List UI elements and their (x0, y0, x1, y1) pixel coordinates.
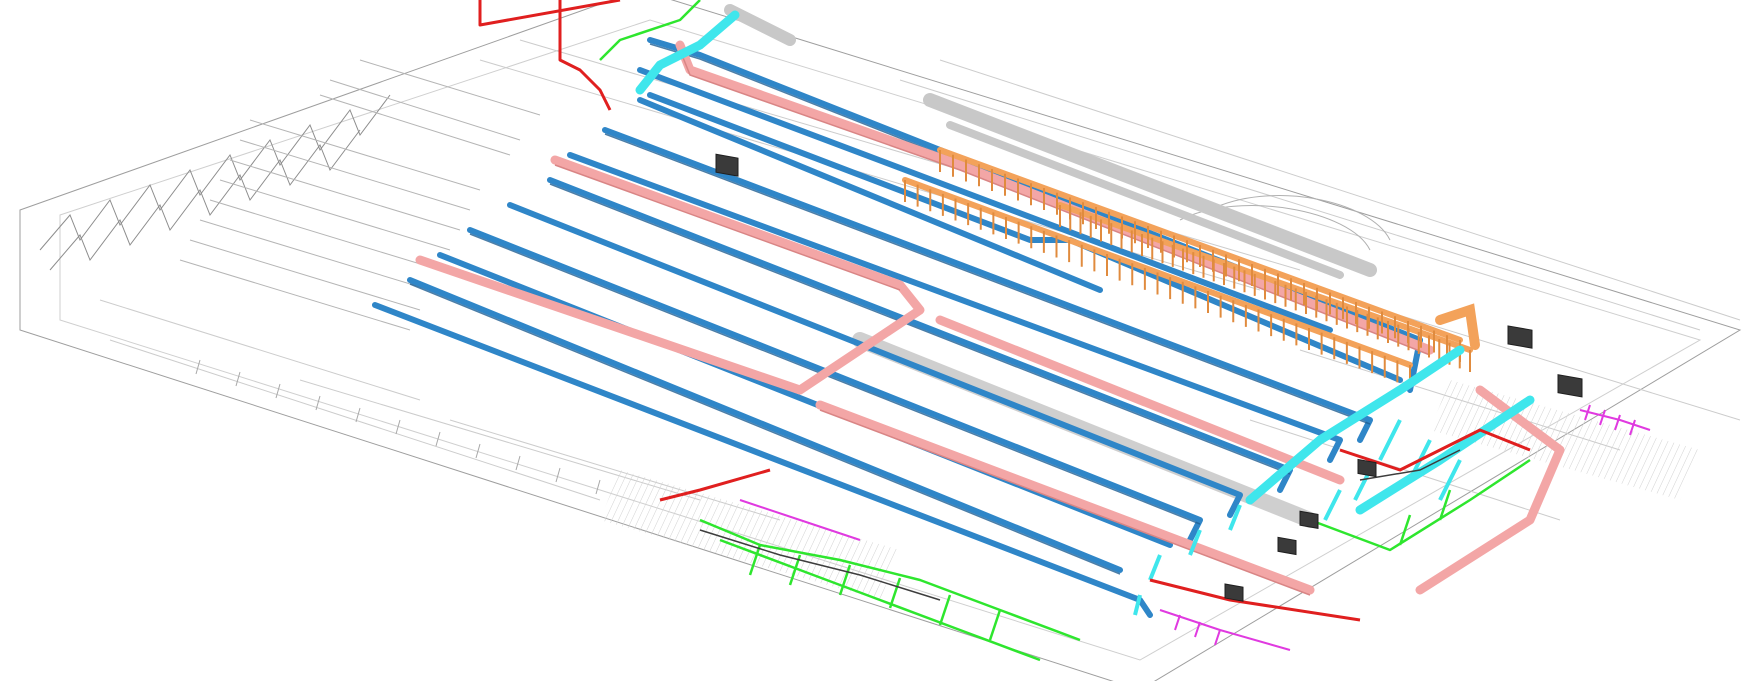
fire-water-pipes (478, 0, 1531, 622)
hatched-zone (600, 470, 900, 600)
exhaust-riser (1435, 303, 1480, 350)
fire-main-top (558, 0, 612, 111)
drain-pipes (739, 404, 1651, 651)
water-main-bottom-2 (719, 538, 1041, 662)
fan-unit-3 (1277, 536, 1297, 556)
fire-main-bottom (659, 468, 771, 502)
supply-duct-top (647, 37, 1423, 393)
fresh-duct-top (635, 10, 740, 95)
return-duct-right (1415, 385, 1565, 595)
return-duct-shading (554, 49, 1431, 596)
ahu-unit-right-1 (1507, 325, 1533, 349)
supply-duct-2 (637, 67, 1333, 333)
exhaust-branch-comb (904, 150, 1471, 387)
ahu-unit-top (715, 153, 739, 177)
supply-duct-5 (567, 152, 1343, 463)
fan-unit-1 (1357, 458, 1377, 478)
water-main-right (1309, 458, 1531, 552)
water-branches (748, 489, 1452, 641)
drain-main-right (1579, 409, 1651, 431)
supply-air-ducts (372, 37, 1423, 618)
supply-duct-8 (467, 227, 1203, 543)
misc-dark-pipes (699, 449, 1461, 601)
ahu-unit-right-2 (1557, 374, 1583, 398)
supply-duct-7 (507, 202, 1243, 518)
equipment-units (715, 153, 1583, 602)
supply-duct-3 (637, 97, 1103, 293)
water-main-bottom (699, 518, 1081, 642)
supply-duct-10 (407, 277, 1123, 573)
fire-main-lower-right (1149, 578, 1361, 622)
fan-unit-2 (1299, 510, 1319, 529)
return-duct-lower (815, 400, 1315, 595)
return-duct-loop (415, 155, 925, 395)
floor-plan (19, 0, 1742, 681)
zigzag-wall (39, 94, 391, 271)
return-duct-mid (935, 315, 1345, 485)
building-outline (19, 0, 1742, 681)
supply-duct-4 (602, 127, 1373, 443)
fire-main-top-2 (478, 0, 621, 27)
fresh-duct-right (1245, 345, 1465, 505)
fire-main-right (1339, 428, 1531, 472)
inner-outline (59, 19, 1702, 661)
parking-rows (179, 59, 541, 331)
supply-duct-12 (647, 92, 1403, 383)
water-pipes (599, 0, 1531, 662)
drain-main-left (739, 499, 861, 541)
water-main-top (599, 0, 701, 61)
edge-ticks (195, 359, 601, 495)
cable-trays (724, 4, 1377, 528)
hatched-zone-right (1430, 380, 1700, 500)
fan-unit-4 (1224, 583, 1244, 602)
